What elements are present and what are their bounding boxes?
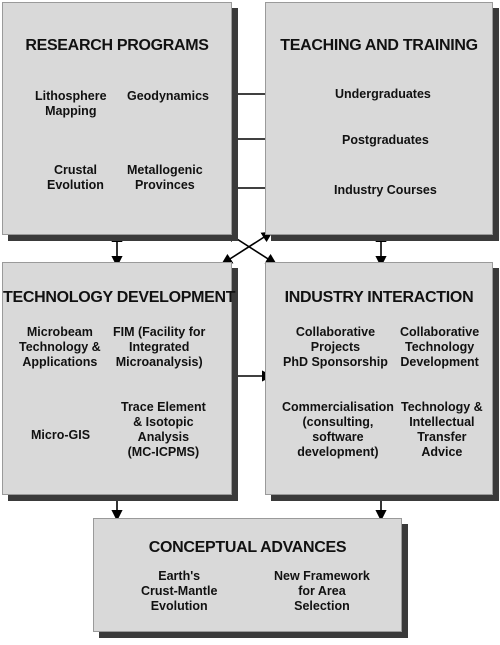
undergraduates-item: Undergraduates	[335, 87, 431, 101]
industry-courses-item: Industry Courses	[334, 183, 437, 197]
research-programs-title: RESEARCH PROGRAMS	[25, 37, 209, 54]
teaching-training-title: TEACHING AND TRAINING	[280, 37, 478, 54]
arrow-cross-teaching-technology	[221, 231, 273, 265]
geodynamics-item: Geodynamics	[127, 89, 209, 103]
postgraduates-item: Postgraduates	[342, 133, 429, 147]
industry-interaction-title: INDUSTRY INTERACTION	[284, 289, 474, 306]
teaching-training-box: TEACHING AND TRAINING Undergraduates Pos…	[265, 2, 493, 235]
micro-gis-item: Micro-GIS	[31, 428, 91, 442]
arrow-cross-research-industry	[225, 231, 277, 265]
technology-development-title: TECHNOLOGY DEVELOPMENT	[3, 289, 236, 306]
conceptual-advances-title: CONCEPTUAL ADVANCES	[148, 539, 347, 556]
